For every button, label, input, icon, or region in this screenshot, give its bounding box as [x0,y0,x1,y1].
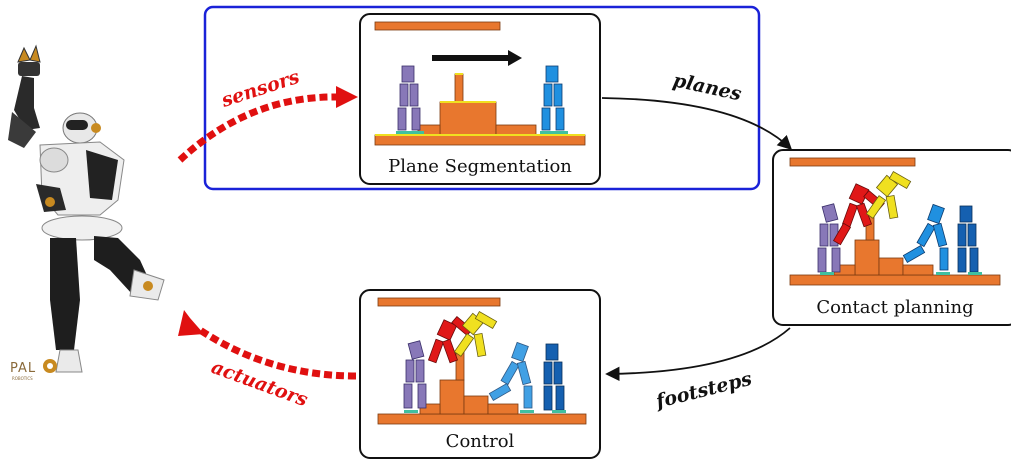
sensors-arrowhead [336,86,358,108]
actuators-label: actuators [208,356,311,411]
humanoid-robot-image [8,44,165,373]
planes-label: planes [671,69,744,105]
footsteps-label: footsteps [652,368,754,414]
actuators-arrowhead [178,310,204,336]
planes-arrow [601,97,793,150]
sensors-arrow [177,93,341,163]
plane-segmentation-box: Plane Segmentation [359,13,601,185]
pal-robotics-logo: PAL ROBOTICS [10,359,57,381]
control-box: Control [359,289,601,459]
contact-planning-label: Contact planning [816,297,973,318]
logo-brand-text: PAL [10,361,36,376]
control-label: Control [446,431,515,452]
footsteps-arrow [605,327,791,382]
logo-sub-text: ROBOTICS [12,376,33,381]
plane-segmentation-label: Plane Segmentation [388,156,572,177]
sensors-label: sensors [218,66,303,112]
actuators-arrow [198,327,357,380]
contact-planning-box: Contact planning [772,149,1011,326]
highlight-frame [203,5,761,191]
